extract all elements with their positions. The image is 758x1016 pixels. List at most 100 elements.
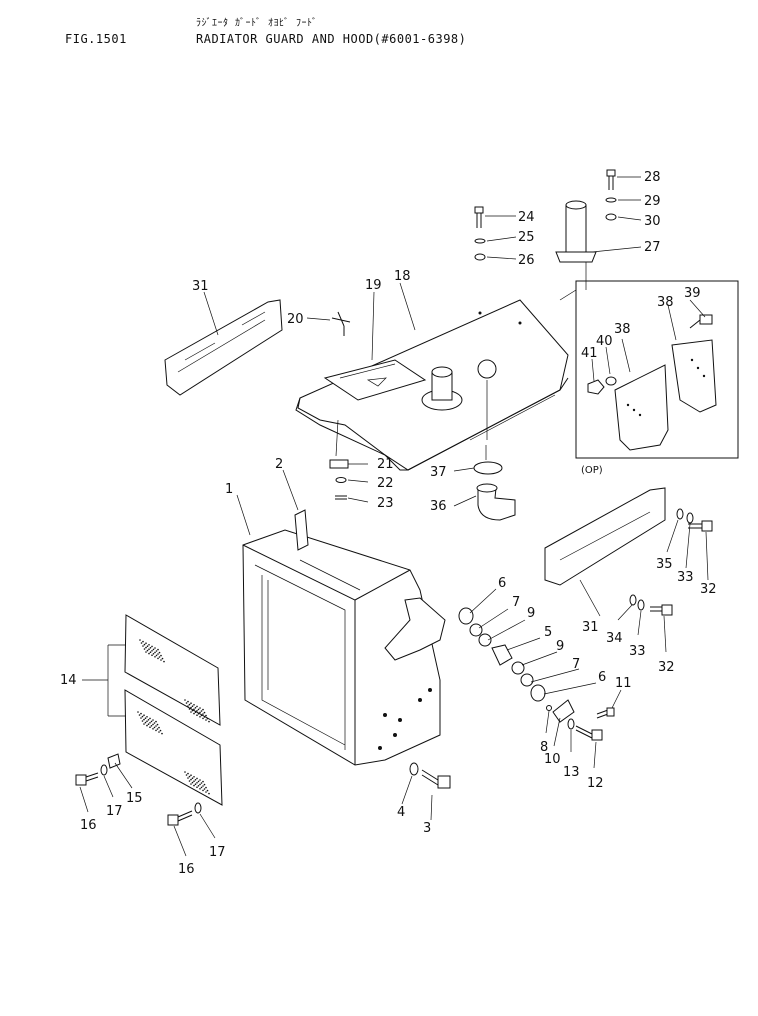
perforation-dot [146, 724, 148, 727]
perforation-dot [150, 725, 153, 727]
perforation-dot [146, 720, 148, 722]
callout-22: 22 [377, 476, 394, 491]
perforation-dot [143, 723, 145, 725]
callout-17-lower: 17 [209, 845, 226, 860]
perforation-dot [191, 781, 194, 784]
washer-part-35 [676, 508, 684, 520]
callout-32-lower: 32 [658, 660, 675, 675]
perforation-dot [202, 789, 204, 792]
guard-arm-bracket [384, 597, 446, 661]
perforation-dot [185, 774, 188, 776]
optional-parts-box [575, 280, 739, 459]
side-cover-part-31-right [544, 487, 666, 586]
leader-lines [79, 176, 709, 857]
perforation-dot [150, 720, 153, 723]
callout-labels: 1 2 3 4 5 6 6 7 7 8 9 9 10 11 12 13 14 1… [60, 170, 717, 877]
link-part-5 [491, 644, 513, 666]
perforation-dot [159, 729, 162, 732]
perforation-dot [148, 648, 150, 650]
perforation-dot [152, 728, 154, 730]
callout-5: 5 [544, 625, 552, 640]
perforation-dot [157, 648, 159, 651]
perforation-dot [202, 713, 204, 715]
callout-17-upper: 17 [106, 804, 123, 819]
perforation-dot [144, 717, 147, 719]
screw-part-11 [596, 709, 609, 719]
perforation-dot [194, 707, 197, 709]
perforation-dot [145, 646, 147, 649]
pin-part-8 [546, 705, 552, 711]
callout-31-lower: 31 [582, 620, 599, 635]
perforation-dot [158, 656, 161, 658]
perforation-dot [140, 717, 142, 719]
perforation-dot [152, 648, 155, 651]
callout-7-lower: 7 [572, 657, 580, 672]
perforation-dot [199, 788, 201, 790]
callout-10: 10 [544, 752, 561, 767]
callout-27: 27 [644, 240, 661, 255]
ring-part-7-upper [469, 623, 483, 637]
callout-23: 23 [377, 496, 394, 511]
callout-8: 8 [540, 740, 548, 755]
perforation-dot [203, 711, 206, 714]
bolt-part-23 [335, 495, 347, 500]
perforation-dot [149, 722, 151, 724]
perforation-dot [149, 717, 151, 720]
perforation-dot [206, 717, 209, 720]
bolt-part-28 [606, 169, 616, 190]
perforation-dot [151, 645, 153, 648]
title-kana: ﾗｼﾞｴｰﾀ ｶﾞｰﾄﾞ ｵﾖﾋﾞ ﾌｰﾄﾞ [196, 18, 318, 29]
perforation-dot [200, 714, 203, 717]
perforation-dot [193, 704, 195, 706]
perforation-dot [190, 711, 192, 713]
diagram-title: RADIATOR GUARD AND HOOD(#6001-6398) [196, 32, 467, 46]
bolt-part-32-upper [688, 520, 713, 532]
callout-32-upper: 32 [700, 582, 717, 597]
perforation-dot [152, 653, 155, 655]
perforation-dot [158, 651, 161, 654]
clip-part-15 [107, 753, 121, 769]
callout-16-upper: 16 [80, 818, 97, 833]
perforation-dot [191, 705, 194, 707]
washer-part-25 [474, 238, 486, 244]
perforation-dot [202, 780, 204, 783]
perforation-dot [200, 786, 203, 789]
callout-38-left: 38 [614, 322, 631, 337]
perforation-dot [202, 717, 204, 720]
perforation-dot [161, 657, 164, 660]
perforation-dot [190, 706, 192, 709]
callout-30: 30 [644, 214, 661, 229]
callout-35: 35 [656, 557, 673, 572]
callout-16-lower: 16 [178, 862, 195, 877]
bolt-part-39 [699, 314, 713, 325]
hood-stack-collar [421, 366, 463, 411]
perforation-dot [206, 789, 209, 792]
perforation-dot [154, 651, 156, 654]
perforation-dot [157, 653, 159, 655]
perforation-dot [200, 710, 203, 712]
ring-part-7-lower [520, 673, 534, 687]
perforation-dot [202, 708, 204, 711]
perforation-dot [149, 651, 152, 653]
latch-part-21 [329, 459, 349, 469]
perforation-dot [187, 700, 189, 703]
perforation-dot [143, 718, 145, 721]
nut-part-22 [335, 477, 347, 483]
perforation-dot [199, 707, 201, 709]
callout-31-upper: 31 [192, 279, 209, 294]
washer-part-34 [629, 594, 637, 606]
cap-part-6-lower [530, 684, 546, 702]
perforation-dot [194, 783, 197, 785]
perforation-dot [190, 774, 192, 776]
callout-9-lower: 9 [556, 639, 564, 654]
perforation-dot [152, 723, 154, 726]
perforation-dot [199, 779, 201, 781]
perforation-dot [193, 712, 195, 715]
perforation-dot [205, 791, 207, 793]
perforation-dot [197, 708, 200, 711]
perforation-dot [188, 703, 191, 706]
perforation-dot [151, 654, 153, 656]
perforation-dot [187, 772, 189, 775]
perforation-dot [196, 705, 198, 708]
perforation-dot [145, 651, 147, 653]
